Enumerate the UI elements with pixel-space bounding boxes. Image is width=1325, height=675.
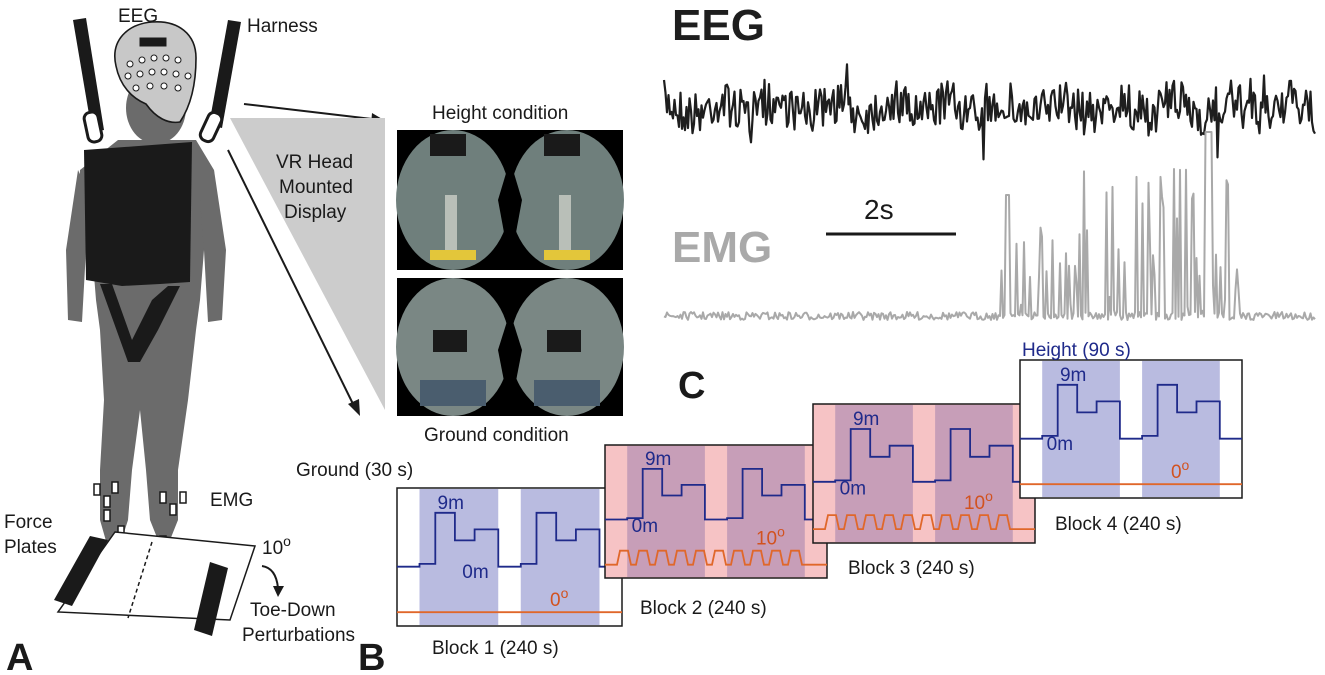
height-condition-label: Height condition [432,103,568,124]
force-plate-divider [127,541,153,619]
block-2-height-profile [605,467,827,521]
eeg-label: EEG [118,6,158,27]
vr-height-plank-right [559,195,571,255]
vr-arrow-bottom [227,149,356,409]
block-3-height-top-label: 9m [853,409,879,430]
vr-height-plank-left [445,195,457,255]
block-2-height-bottom-label: 0m [632,516,658,537]
block-1-height-phase-1 [419,489,499,625]
block-3-height-phase-2 [935,405,1013,542]
vr-height-stripe-right [544,250,590,260]
block-1-height-bottom-label: 0m [462,562,488,583]
panel-letter-a: A [6,637,33,675]
eeg-electrodes [124,37,192,92]
time-scale-label: 2s [864,194,894,225]
emg-trace [663,131,1316,321]
perturbation-label-line2: Perturbations [242,625,355,646]
vr-projection-wedge [230,118,385,410]
vr-arrow-bottom-head [348,399,360,416]
block-4-height-phase-1 [1042,361,1120,497]
vr-ground-floor-left [420,380,486,406]
vr-ground-divider [498,312,522,412]
vr-ground-floor-right [534,380,600,406]
block-1-label: Block 1 (240 s) [432,638,559,659]
block-3-perturbation-trace [813,514,1035,530]
block-1-height-top-label: 9m [438,493,464,514]
block-4-height-phase-2 [1142,361,1220,497]
block-1-height-profile [397,511,622,568]
force-plate-right [194,562,228,636]
harness-strap-left [73,18,104,132]
angle-label: 10o [262,533,291,559]
rotation-arrowhead [273,586,284,597]
vr-height-screen-left [430,134,466,156]
panel-letter-b: B [358,637,385,675]
block-4-label: Block 4 (240 s) [1055,514,1182,535]
block-3-height-bottom-label: 0m [840,478,866,499]
block-1-height-phase-2 [520,489,600,625]
harness-strap-right [209,20,241,128]
vr-ground-screen-left [433,330,467,352]
block-4-height-profile [1020,383,1242,440]
ground-duration-label: Ground (30 s) [296,460,413,481]
harness-vest [84,142,192,286]
vr-height-screen-right [544,134,580,156]
vr-arrow-top [243,103,373,120]
block-3-height-profile [813,428,1035,483]
block-2-height-top-label: 9m [645,449,671,470]
harness-buckle-left [82,110,104,144]
panel-letter-c: C [678,365,705,407]
emg-label: EMG [210,490,253,511]
vr-label-line3: Display [284,202,347,223]
ground-condition-label: Ground condition [424,425,569,446]
block-2-label: Block 2 (240 s) [640,598,767,619]
vr-height-stripe-left [430,250,476,260]
arm-right [200,170,226,322]
rotation-arrow [261,565,279,589]
eeg-title: EEG [672,1,765,50]
perturbation-label-line1: Toe-Down [250,600,336,621]
block-3-label: Block 3 (240 s) [848,558,975,579]
force-plates-label-line1: Force [4,512,53,533]
emg-title: EMG [672,223,772,272]
block-2-perturbation-trace [605,549,827,566]
harness-leg-straps [100,284,180,362]
eeg-trace [662,63,1316,161]
block-4-height-bottom-label: 0m [1047,434,1073,455]
signal-traces: EEG EMG 2s [662,1,1316,321]
harness-buckle-right [198,110,224,144]
block-4-height-top-label: 9m [1060,365,1086,386]
force-plates-label-line2: Plates [4,537,57,558]
subject-setup: EEG Harness VR Head Mounted Display EMG … [4,6,385,675]
vr-label-line1: VR Head [276,152,353,173]
vr-views: Height condition Ground condition [396,103,624,446]
block-2-height-phase-2 [727,446,805,577]
vr-label-line2: Mounted [279,177,353,198]
vr-height-divider [498,160,522,265]
height-duration-label: Height (90 s) [1022,340,1131,361]
vr-ground-screen-right [547,330,581,352]
force-plate-left [54,536,108,606]
harness-label: Harness [247,16,318,37]
